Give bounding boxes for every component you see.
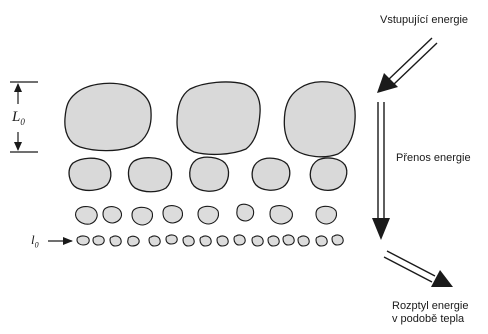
fine-particle xyxy=(251,235,264,247)
initial-size-dimension xyxy=(10,81,38,153)
large-particle xyxy=(64,82,152,152)
small-particle xyxy=(315,205,338,225)
final-size-subscript: 0 xyxy=(34,240,39,250)
energy-in-label: Vstupující energie xyxy=(380,14,469,26)
energy-transfer-arrow-icon xyxy=(372,102,390,240)
dimension-up-arrow-icon xyxy=(14,83,22,92)
initial-size-symbol: L xyxy=(12,109,21,125)
dimension-down-arrow-icon xyxy=(14,142,22,151)
small-particle xyxy=(236,203,255,222)
initial-size-subscript: 0 xyxy=(20,117,25,127)
small-particle xyxy=(269,205,293,225)
fine-particle xyxy=(182,235,195,247)
fine-particle xyxy=(199,235,212,247)
fine-particle xyxy=(165,234,178,245)
large-particle xyxy=(176,81,261,156)
initial-size-label: L0 xyxy=(12,109,25,130)
fine-particle xyxy=(267,235,280,247)
fine-particle xyxy=(315,235,328,247)
fine-particle xyxy=(216,235,229,247)
fine-particles-row xyxy=(76,234,344,247)
energy-in-arrow-icon xyxy=(377,37,438,93)
fine-particle xyxy=(92,235,105,246)
energy-dissipation-arrow-icon xyxy=(383,250,453,287)
medium-particle xyxy=(189,156,230,192)
medium-particle xyxy=(309,157,348,191)
medium-particle xyxy=(68,157,112,192)
small-particle xyxy=(75,206,98,225)
small-particle xyxy=(162,205,184,224)
final-size-symbol: l xyxy=(31,232,35,247)
large-particle xyxy=(283,81,356,158)
fine-particle xyxy=(148,235,161,247)
fine-particle xyxy=(127,235,140,247)
final-size-label: l0 xyxy=(31,233,39,253)
medium-particles-row xyxy=(68,156,348,193)
energy-dissipation-label-line1: Rozptyl energie xyxy=(392,300,469,312)
medium-particle xyxy=(251,157,291,191)
small-particle xyxy=(131,206,154,226)
energy-transfer-label: Přenos energie xyxy=(396,152,471,164)
small-particle xyxy=(102,206,123,224)
medium-particle xyxy=(127,157,173,193)
small-particles-row xyxy=(75,203,338,226)
fine-particle xyxy=(109,235,122,247)
fine-particle xyxy=(233,234,246,246)
fine-particle xyxy=(282,234,295,246)
small-particle xyxy=(197,205,220,225)
large-particles-row xyxy=(64,81,356,158)
fine-particle xyxy=(297,235,310,247)
fine-particle xyxy=(331,234,344,246)
fine-particle xyxy=(76,235,90,246)
energy-dissipation-label-line2: v podobě tepla xyxy=(392,313,465,325)
